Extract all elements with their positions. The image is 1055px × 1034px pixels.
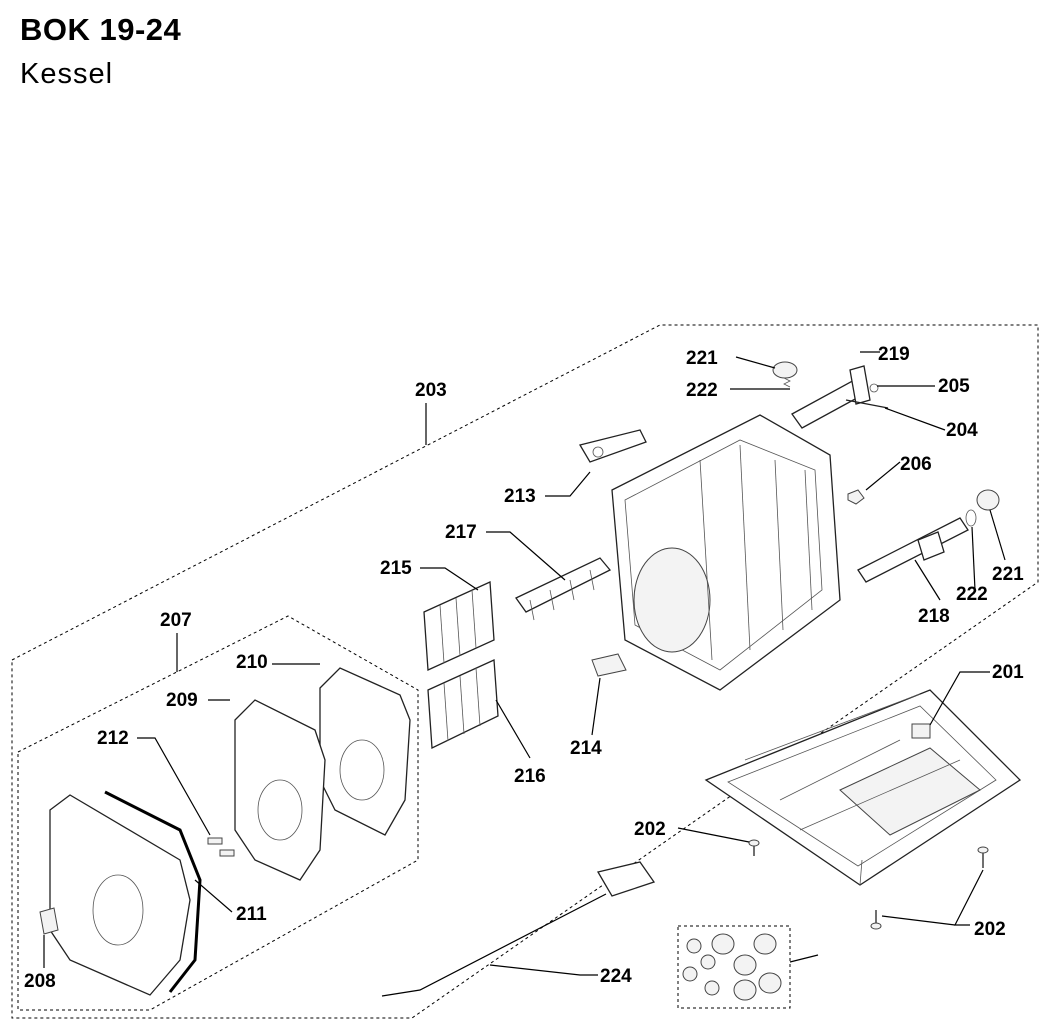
gasket-plate-209-part — [234, 699, 326, 881]
part-label-221-top: 221 — [686, 348, 718, 369]
insulation-plate-210-part — [319, 667, 411, 836]
base-frame-part — [704, 689, 1022, 886]
burner-grid-216-part — [427, 659, 499, 750]
part-label-206: 206 — [900, 454, 932, 475]
part-label-208: 208 — [24, 971, 56, 992]
assembly-207-boundary — [17, 615, 419, 1011]
part-label-202-right: 202 — [974, 919, 1006, 940]
part-label-213: 213 — [504, 486, 536, 507]
seal-222-top-part — [783, 377, 791, 388]
assembly-203-boundary — [11, 324, 1039, 1019]
diagram-title: BOK 19-24 — [20, 12, 182, 47]
part-label-222-right: 222 — [956, 584, 988, 605]
part-label-221-right: 221 — [992, 564, 1024, 585]
nut-206-part — [847, 489, 865, 505]
pin-212-part — [207, 837, 235, 857]
burner-grid-215-part — [423, 581, 495, 671]
part-label-207: 207 — [160, 610, 192, 631]
part-label-224: 224 — [600, 966, 632, 987]
rail-217-part — [515, 557, 612, 621]
screw-202-right-bottom — [870, 910, 882, 930]
bracket-208-part — [39, 907, 59, 935]
part-label-217: 217 — [445, 522, 477, 543]
screw-202-right-top — [977, 846, 989, 868]
part-label-210: 210 — [236, 652, 268, 673]
part-label-202-left: 202 — [634, 819, 666, 840]
part-label-212: 212 — [97, 728, 129, 749]
part-label-214: 214 — [570, 738, 602, 759]
part-label-222-top: 222 — [686, 380, 718, 401]
part-label-219: 219 — [878, 344, 910, 365]
part-label-203: 203 — [415, 380, 447, 401]
pin-204-part — [845, 399, 889, 409]
pipe-218-part — [857, 517, 969, 583]
hardware-kit-part — [682, 933, 819, 1001]
bracket-213-part — [578, 429, 647, 463]
cap-221-top-part — [772, 361, 798, 379]
part-label-204: 204 — [946, 420, 978, 441]
diagram-subtitle: Kessel — [20, 58, 114, 90]
part-label-218: 218 — [918, 606, 950, 627]
pipe-219-part — [791, 365, 871, 429]
part-label-209: 209 — [166, 690, 198, 711]
screw-202-left — [748, 839, 760, 856]
hardware-kit-boundary — [677, 925, 791, 1009]
part-label-216: 216 — [514, 766, 546, 787]
leader-lines — [43, 351, 1006, 976]
part-label-201: 201 — [992, 662, 1024, 683]
part-label-211: 211 — [236, 904, 267, 925]
sensor-224-part — [381, 861, 656, 997]
door-211-part — [49, 790, 202, 996]
part-label-205: 205 — [938, 376, 970, 397]
seal-222-right-part — [965, 509, 977, 527]
clip-214-part — [591, 653, 627, 677]
boiler-body-part — [611, 414, 841, 691]
cap-221-right-part — [976, 489, 1000, 511]
part-label-215: 215 — [380, 558, 412, 579]
clip-205-part — [869, 383, 879, 393]
